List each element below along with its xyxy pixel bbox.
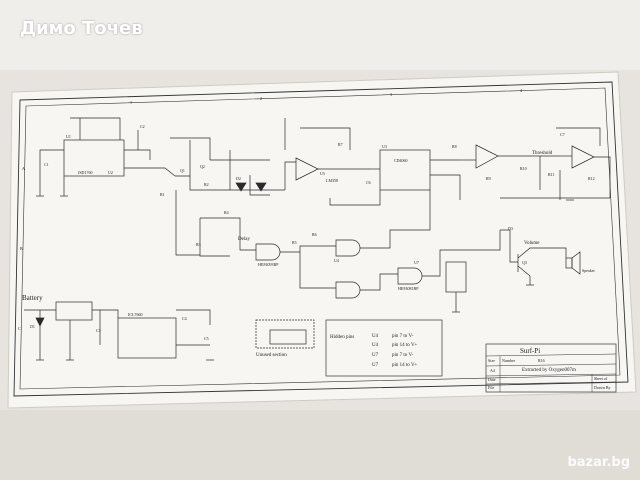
component-ref: C1 <box>44 162 49 167</box>
component-part: CD4060 <box>394 158 408 163</box>
watermark-text: Димо Точев <box>20 18 143 39</box>
sheet-label: Sheet of <box>594 376 608 381</box>
component-ref: D2 <box>236 176 241 181</box>
drawn-by-label: Drawn By <box>594 385 611 390</box>
hidden-pin-ref: U4 <box>372 343 379 348</box>
component-ref: C2 <box>140 124 145 129</box>
hidden-pin-ref: U7 <box>372 363 379 368</box>
component-ref: Q3 <box>522 260 527 265</box>
component-ref: R8 <box>452 144 457 149</box>
volume-label: Volume <box>524 241 540 246</box>
component-ref: R5 <box>292 240 297 245</box>
border-col-3: 3 <box>390 92 392 97</box>
date-label: Date <box>488 377 496 382</box>
hidden-pin-ref: U7 <box>372 353 379 358</box>
top-background <box>0 0 640 70</box>
extracted-by: Extracted by Oxygen007m <box>522 368 576 373</box>
component-ref: R10 <box>520 166 527 171</box>
desk-shadow <box>0 410 640 480</box>
hidden-pins-heading: Hidden pins <box>330 335 354 340</box>
border-labels: 1 2 3 4 A B C <box>18 88 522 331</box>
battery-label: Battery <box>22 294 43 302</box>
revision-value: R16 <box>538 358 545 363</box>
component-ref: R7 <box>338 142 343 147</box>
component-ref: C5 <box>204 336 209 341</box>
file-label: File <box>488 385 494 390</box>
component-part: HEF4081BP <box>398 286 419 291</box>
site-logo: bazar.bg <box>567 455 630 470</box>
delay-label: Delay <box>238 237 250 242</box>
hidden-pin-text: pin 14 to V+ <box>392 363 418 368</box>
component-ref: R6 <box>312 232 317 237</box>
hidden-pin-text: pin 14 to V+ <box>392 343 418 348</box>
border-col-2: 2 <box>260 96 262 101</box>
component-ref: U5 <box>320 171 325 176</box>
component-ref: R2 <box>204 182 209 187</box>
component-part: ICL7660 <box>128 312 142 317</box>
circuit-wiring <box>24 117 611 361</box>
hidden-pin-ref: U4 <box>372 334 379 339</box>
border-row-a: A <box>22 166 25 171</box>
component-labels: U1 ISD1760 U2 U3 CD4060 HEF4093BP U4 U5 … <box>30 124 595 341</box>
hidden-pin-text: pin 7 to V- <box>392 334 414 339</box>
border-row-b: B <box>20 246 23 251</box>
paper-sheet <box>7 71 637 409</box>
component-ref: U1 <box>66 134 71 139</box>
component-ref: C6 <box>366 180 371 185</box>
component-ref: R1 <box>160 192 165 197</box>
component-part: LM358 <box>326 178 338 183</box>
component-ref: R12 <box>588 176 595 181</box>
speaker-label: Speaker <box>582 268 596 273</box>
component-ref: R11 <box>548 172 555 177</box>
unused-section-label: Unused section <box>256 353 287 358</box>
hidden-pins-box: Hidden pins U4 pin 7 to V- U4 pin 14 to … <box>325 319 443 377</box>
component-ref: Q1 <box>180 168 185 173</box>
component-ref: C4 <box>182 316 187 321</box>
component-ref: U2 <box>108 170 113 175</box>
schematic-title: Surf-Pi <box>520 347 540 355</box>
border-row-c: C <box>18 326 21 331</box>
component-ref: R9 <box>486 176 491 181</box>
component-part: HEF4093BP <box>258 262 279 267</box>
number-label: Number <box>502 358 516 363</box>
component-ref: U3 <box>382 144 387 149</box>
schematic-labels: Battery Unused section Volume Threshold … <box>22 151 596 358</box>
size-value: A4 <box>490 368 495 373</box>
component-part: ISD1760 <box>78 170 92 175</box>
component-ref: R3 <box>196 242 201 247</box>
component-ref: U7 <box>414 260 419 265</box>
component-ref: Q2 <box>200 164 205 169</box>
component-ref: C7 <box>560 132 565 137</box>
hidden-pin-text: pin 7 to V- <box>392 353 414 358</box>
border-col-4: 4 <box>520 88 522 93</box>
size-label: Size <box>488 358 495 363</box>
component-ref: C3 <box>96 328 101 333</box>
title-block: Surf-Pi Size Number R16 A4 Extracted by … <box>485 343 617 393</box>
threshold-label: Threshold <box>532 151 553 156</box>
border-col-1: 1 <box>130 100 132 105</box>
component-ref: D3 <box>508 226 513 231</box>
component-ref: R4 <box>224 210 229 215</box>
component-ref: U4 <box>334 258 339 263</box>
component-ref: D1 <box>30 324 35 329</box>
